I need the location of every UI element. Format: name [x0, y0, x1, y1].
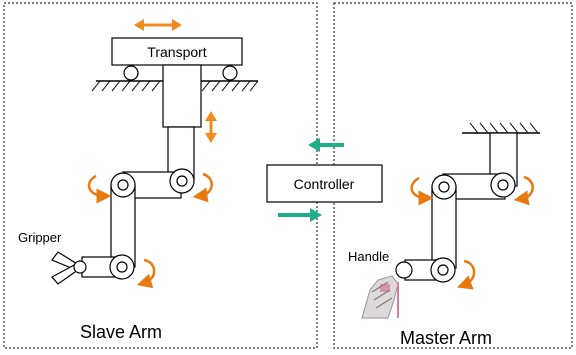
rotation-arrow-icon — [87, 172, 213, 289]
hatched-ground-icon — [462, 122, 540, 134]
master-lower-link — [431, 185, 457, 269]
hand-holding-handle-icon — [361, 275, 399, 319]
lower-link — [110, 184, 136, 268]
revolute-joint-icon — [490, 172, 516, 198]
master-arm-label: Master Arm — [400, 328, 492, 348]
rotation-arrow-icon — [410, 175, 534, 290]
gripper-jaws — [51, 251, 87, 285]
revolute-joint-icon — [169, 168, 195, 194]
controller-label: Controller — [294, 176, 355, 192]
handle-knob — [395, 261, 413, 279]
revolute-joint-icon — [431, 174, 457, 200]
handle-label: Handle — [348, 249, 389, 264]
slave-arm-label: Slave Arm — [80, 322, 162, 342]
transport-box — [111, 37, 243, 66]
revolute-joint-icon — [430, 257, 456, 283]
transport-label: Transport — [147, 44, 207, 60]
horizontal-motion-arrow — [134, 19, 182, 31]
wheel-left — [123, 65, 139, 81]
controller-box — [266, 164, 383, 203]
signal-arrow-bottom — [278, 208, 322, 222]
wheel-right — [222, 65, 238, 81]
hatched-ground-icon — [91, 80, 259, 92]
signal-arrow-top — [308, 138, 344, 152]
vertical-motion-arrow — [205, 111, 217, 143]
revolute-joint-icon — [109, 254, 135, 280]
revolute-joint-icon — [110, 172, 136, 198]
vertical-column — [162, 64, 202, 128]
gripper-label: Gripper — [18, 230, 62, 245]
